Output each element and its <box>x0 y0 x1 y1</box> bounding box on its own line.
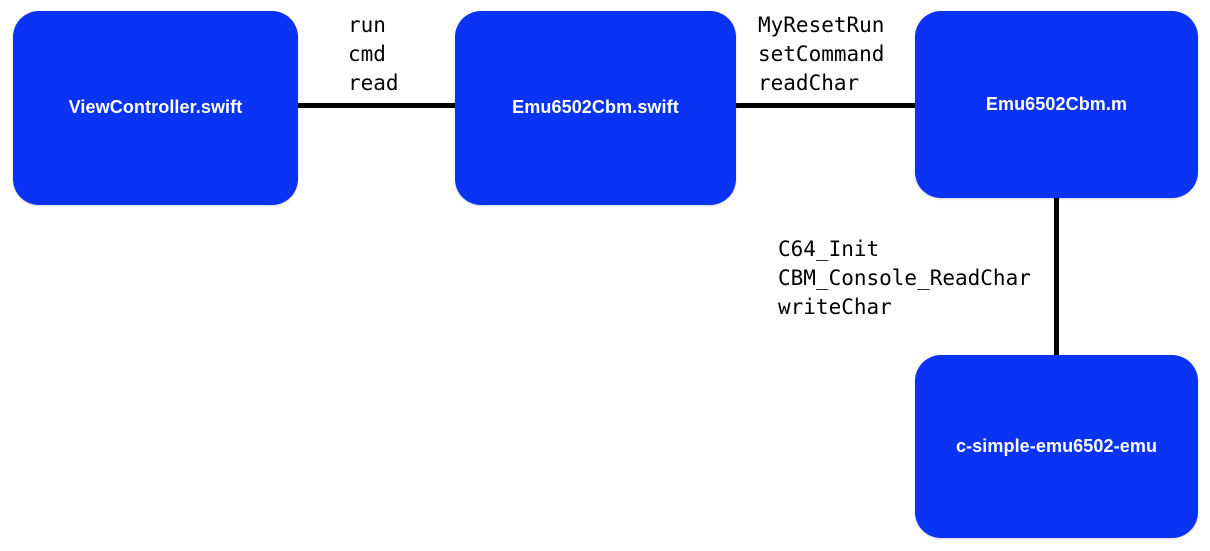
edge-label-line: readChar <box>758 71 860 95</box>
edge-label-viewcontroller-to-emuswift: run cmd read <box>348 11 399 98</box>
edge-viewcontroller-to-emuswift <box>296 103 457 108</box>
edge-label-line: run <box>348 13 386 37</box>
edge-label-line: writeChar <box>778 295 892 319</box>
edge-label-emuswift-to-emum: MyResetRun setCommand readChar <box>758 11 884 98</box>
node-view-controller[interactable]: ViewController.swift <box>13 11 298 205</box>
edge-emuswift-to-emum <box>734 103 917 108</box>
node-label-c-simple-emu6502-emu: c-simple-emu6502-emu <box>955 435 1158 456</box>
node-c-simple-emu6502-emu[interactable]: c-simple-emu6502-emu <box>915 355 1198 538</box>
edge-label-line: setCommand <box>758 42 885 66</box>
edge-emum-to-csimple <box>1054 196 1059 357</box>
node-label-view-controller: ViewController.swift <box>68 97 243 118</box>
edge-label-line: C64_Init <box>778 237 880 261</box>
node-label-emu6502cbm-swift: Emu6502Cbm.swift <box>512 97 679 118</box>
edge-label-line: MyResetRun <box>758 13 885 37</box>
node-label-emu6502cbm-m: Emu6502Cbm.m <box>985 93 1128 114</box>
edge-label-line: CBM_Console_ReadChar <box>778 266 1031 290</box>
edge-label-line: read <box>348 71 399 95</box>
edge-label-line: cmd <box>348 42 386 66</box>
node-emu6502cbm-swift[interactable]: Emu6502Cbm.swift <box>455 11 736 205</box>
node-emu6502cbm-m[interactable]: Emu6502Cbm.m <box>915 11 1198 198</box>
